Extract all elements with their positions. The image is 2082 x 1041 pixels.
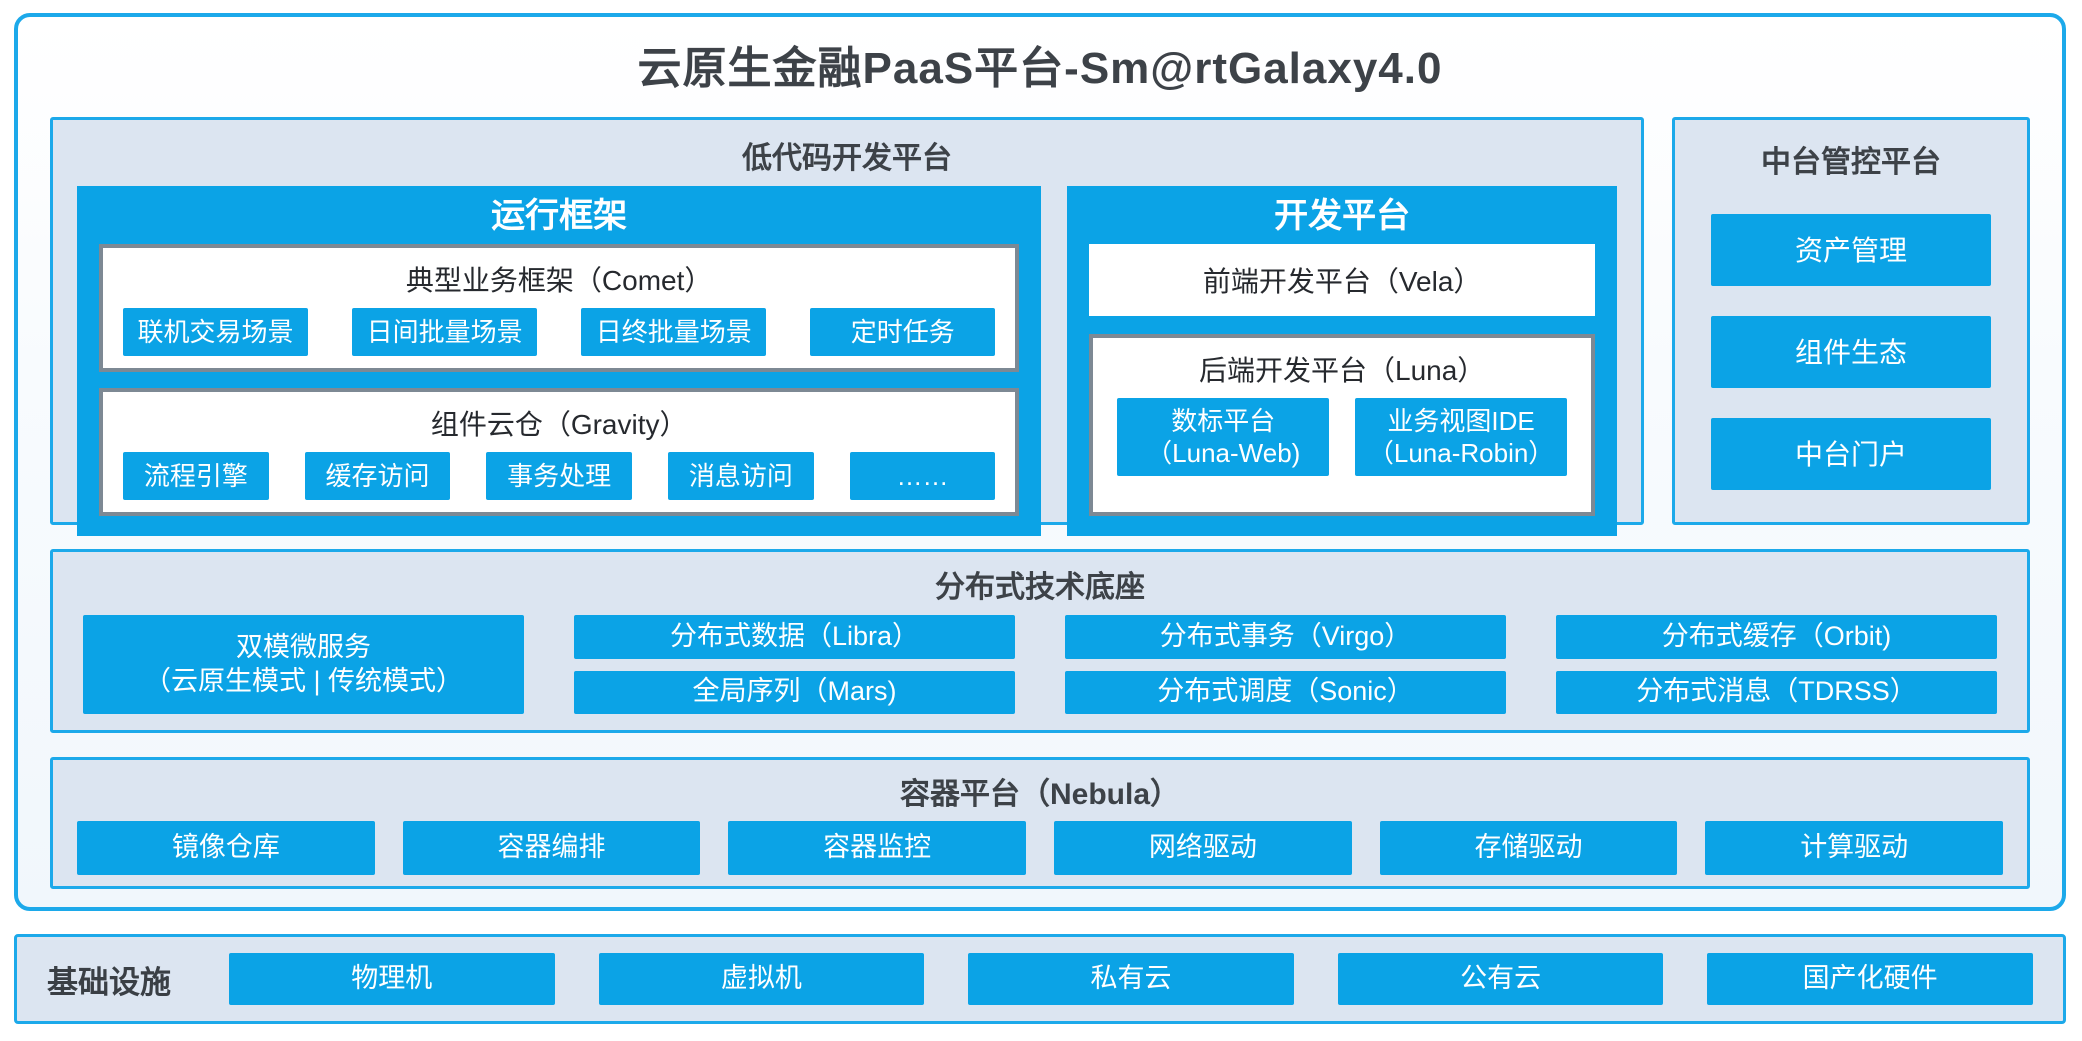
- comet-item-daytime-batch: 日间批量场景: [352, 308, 538, 356]
- container-item-storage-driver: 存储驱动: [1379, 821, 1678, 875]
- section-midplatform-control: 中台管控平台 资产管理 组件生态 中台门户: [1672, 117, 2030, 525]
- page-title: 云原生金融PaaS平台-Sm@rtGalaxy4.0: [637, 44, 1443, 93]
- gravity-box-title: 组件云仓（Gravity）: [430, 409, 688, 440]
- box-luna-backend: 后端开发平台（Luna） 数标平台 （Luna-Web) 业务视图IDE （Lu…: [1089, 334, 1595, 516]
- infra-item-virtual-machine: 虚拟机: [598, 953, 925, 1005]
- dist-item-libra-data: 分布式数据（Libra）: [574, 615, 1015, 659]
- infra-item-private-cloud: 私有云: [968, 953, 1294, 1005]
- luna-box-title: 后端开发平台（Luna）: [1199, 355, 1486, 386]
- dist-item-orbit-cache: 分布式缓存（Orbit): [1556, 615, 1997, 659]
- comet-item-scheduled-task: 定时任务: [810, 308, 996, 356]
- midplatform-chips: 资产管理 组件生态 中台门户: [1711, 214, 1991, 490]
- luna-item-luna-web: 数标平台 （Luna-Web): [1117, 398, 1330, 476]
- section-lowcode-platform: 低代码开发平台 运行框架 典型业务框架（Comet） 联机交易场景 日间批量场景…: [50, 117, 1644, 536]
- comet-chip-row: 联机交易场景 日间批量场景 日终批量场景 定时任务: [123, 308, 996, 356]
- dist-item-dual-mode-microservice: 双模微服务 （云原生模式 | 传统模式）: [83, 615, 524, 714]
- lowcode-section-title: 低代码开发平台: [742, 142, 952, 175]
- panel-dev-platform: 开发平台 前端开发平台（Vela） 后端开发平台（Luna） 数标平台 （Lun…: [1067, 186, 1617, 536]
- platform-frame: 云原生金融PaaS平台-Sm@rtGalaxy4.0 低代码开发平台 运行框架 …: [14, 13, 2066, 911]
- runtime-panel-title: 运行框架: [491, 197, 628, 235]
- comet-box-title: 典型业务框架（Comet）: [405, 265, 713, 296]
- infra-item-physical-machine: 物理机: [229, 953, 555, 1005]
- box-gravity-warehouse: 组件云仓（Gravity） 流程引擎 缓存访问 事务处理 消息访问 ……: [99, 388, 1020, 516]
- gravity-item-cache-access: 缓存访问: [304, 452, 451, 500]
- midplatform-title: 中台管控平台: [1761, 146, 1941, 179]
- top-row: 低代码开发平台 运行框架 典型业务框架（Comet） 联机交易场景 日间批量场景…: [50, 117, 2030, 536]
- section-infrastructure: 基础设施 物理机 虚拟机 私有云 公有云 国产化硬件: [14, 934, 2066, 1024]
- luna-item-luna-robin: 业务视图IDE （Luna-Robin）: [1355, 398, 1568, 476]
- box-comet-framework: 典型业务框架（Comet） 联机交易场景 日间批量场景 日终批量场景 定时任务: [99, 244, 1020, 372]
- container-platform-title: 容器平台（Nebula）: [899, 778, 1181, 811]
- infrastructure-label: 基础设施: [47, 964, 171, 1000]
- box-vela-frontend: 前端开发平台（Vela）: [1089, 244, 1595, 316]
- container-item-image-registry: 镜像仓库: [77, 821, 375, 875]
- section-container-platform: 容器平台（Nebula） 镜像仓库 容器编排 容器监控 网络驱动 存储驱动 计算…: [50, 757, 2030, 889]
- dist-item-mars-sequence: 全局序列（Mars): [574, 670, 1015, 714]
- container-chips: 镜像仓库 容器编排 容器监控 网络驱动 存储驱动 计算驱动: [77, 821, 2004, 875]
- lowcode-body: 运行框架 典型业务框架（Comet） 联机交易场景 日间批量场景 日终批量场景 …: [53, 186, 1641, 554]
- dist-item-virgo-transaction: 分布式事务（Virgo）: [1065, 615, 1506, 659]
- infra-item-domestic-hardware: 国产化硬件: [1707, 953, 2033, 1005]
- gravity-item-ellipsis: ……: [849, 452, 996, 500]
- midplatform-item-component-ecosystem: 组件生态: [1711, 316, 1991, 388]
- distributed-grid: 双模微服务 （云原生模式 | 传统模式） 分布式数据（Libra） 分布式事务（…: [83, 615, 1997, 714]
- container-item-compute-driver: 计算驱动: [1705, 821, 2004, 875]
- comet-item-eod-batch: 日终批量场景: [581, 308, 767, 356]
- midplatform-item-asset-management: 资产管理: [1711, 214, 1991, 286]
- gravity-item-transaction: 事务处理: [486, 452, 633, 500]
- dev-panel-title: 开发平台: [1274, 197, 1411, 235]
- gravity-item-message-access: 消息访问: [668, 452, 814, 500]
- container-item-network-driver: 网络驱动: [1054, 821, 1352, 875]
- panel-runtime-framework: 运行框架 典型业务框架（Comet） 联机交易场景 日间批量场景 日终批量场景 …: [77, 186, 1042, 536]
- midplatform-item-portal: 中台门户: [1711, 418, 1991, 490]
- dist-item-sonic-scheduling: 分布式调度（Sonic）: [1065, 670, 1506, 714]
- gravity-chip-row: 流程引擎 缓存访问 事务处理 消息访问 ……: [123, 452, 996, 500]
- container-item-monitoring: 容器监控: [728, 821, 1027, 875]
- distributed-title: 分布式技术底座: [935, 571, 1145, 604]
- luna-chip-row: 数标平台 （Luna-Web) 业务视图IDE （Luna-Robin）: [1117, 398, 1568, 498]
- infra-item-public-cloud: 公有云: [1337, 953, 1664, 1005]
- dist-item-tdrss-message: 分布式消息（TDRSS）: [1556, 670, 1997, 714]
- gravity-item-process-engine: 流程引擎: [123, 452, 269, 500]
- comet-item-online-trading: 联机交易场景: [123, 308, 309, 356]
- section-distributed-base: 分布式技术底座 双模微服务 （云原生模式 | 传统模式） 分布式数据（Libra…: [50, 549, 2030, 733]
- container-item-orchestration: 容器编排: [402, 821, 701, 875]
